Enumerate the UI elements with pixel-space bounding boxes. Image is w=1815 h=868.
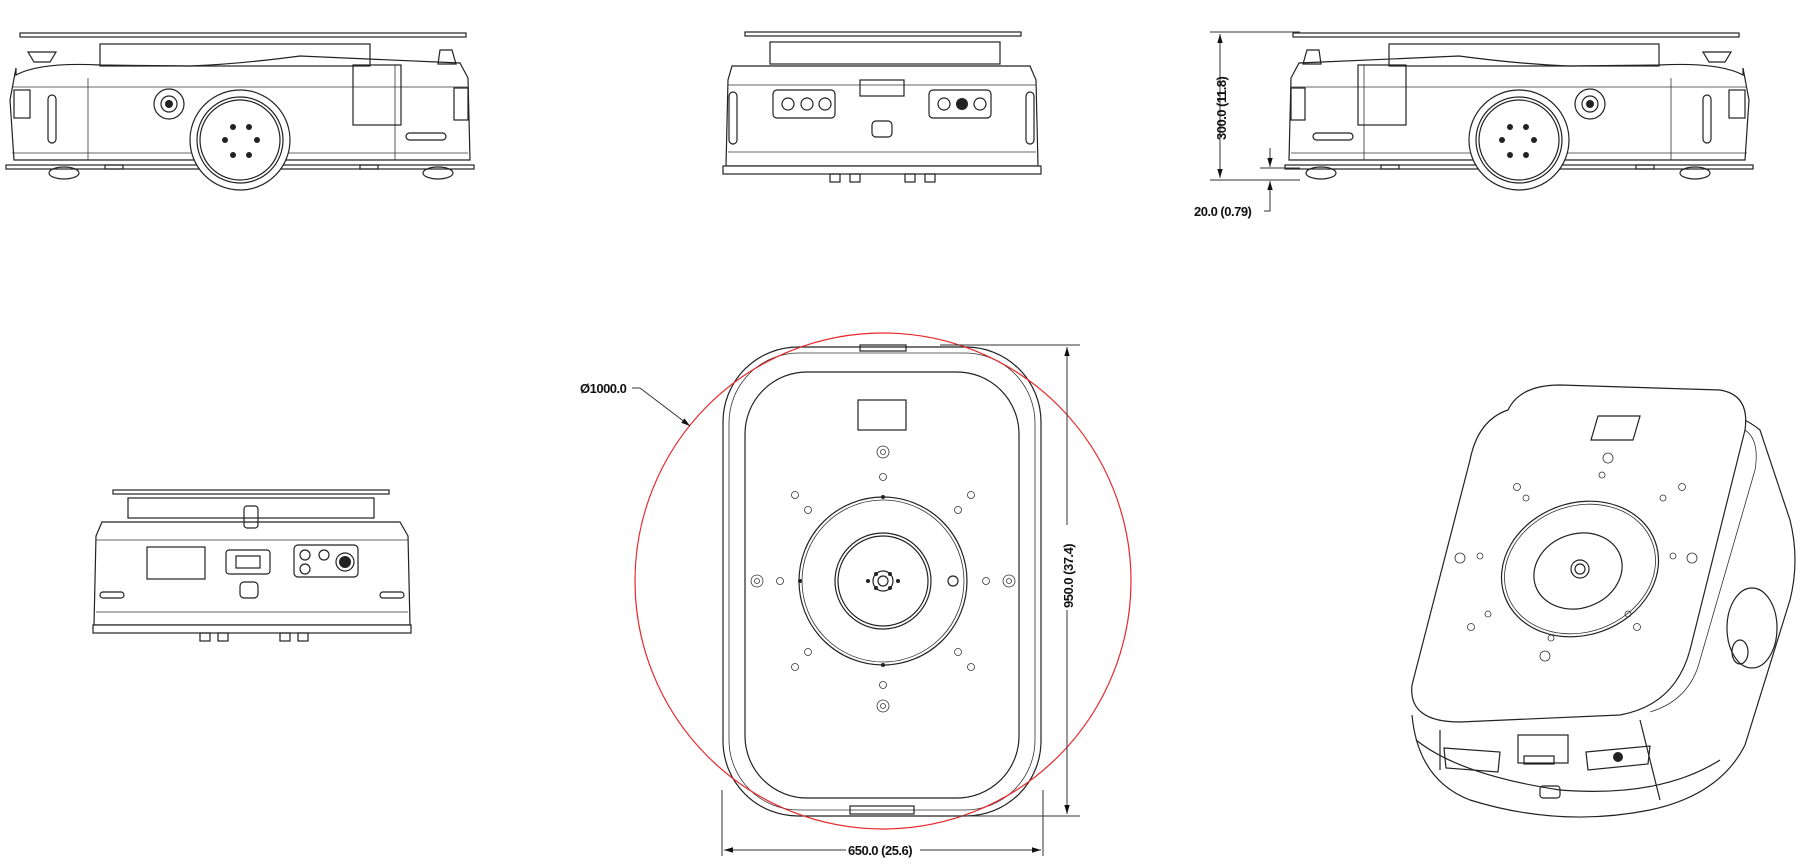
top-view-dimensions: Ø1000.0 950.0 (37.4) 650.0 (25.6) — [580, 344, 1080, 858]
ground-clearance-label: 20.0 (0.79) — [1194, 204, 1252, 219]
rear-view — [92, 489, 412, 642]
length-dimension-label: 950.0 (37.4) — [1061, 544, 1076, 608]
isometric-view — [1411, 384, 1796, 818]
turning-diameter-label: Ø1000.0 — [580, 381, 627, 396]
height-dimension: 300.0 (11.8) 20.0 (0.79) — [1194, 31, 1300, 219]
side-view-right — [1284, 32, 1754, 191]
top-view — [634, 332, 1132, 830]
width-dimension-label: 650.0 (25.6) — [848, 843, 912, 858]
front-view — [722, 31, 1042, 183]
height-dimension-label: 300.0 (11.8) — [1214, 76, 1229, 140]
side-view-left — [5, 32, 475, 191]
turning-circle — [634, 332, 1132, 830]
